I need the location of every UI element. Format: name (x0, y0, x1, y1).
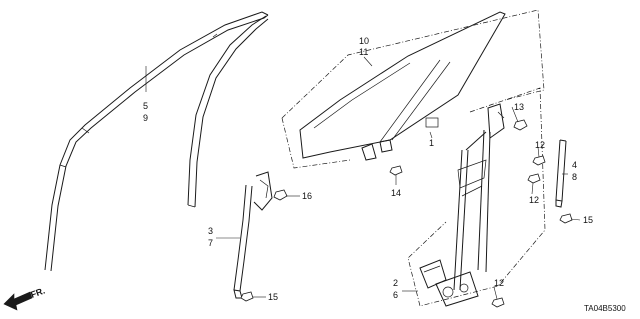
window-regulator (407, 87, 546, 307)
rear-run-channel (555, 139, 567, 208)
bolt-12-lower (491, 297, 505, 308)
bolt-15-left (240, 291, 254, 302)
front-direction-label: FR. (29, 286, 46, 300)
callout-14: 14 (391, 188, 401, 198)
callout-9: 9 (143, 113, 148, 123)
callout-numbers: 10 11 5 9 13 1 12 12 12 4 8 16 14 3 7 15… (143, 36, 593, 302)
callout-12-middle: 12 (529, 195, 539, 205)
callout-12-upper: 12 (535, 140, 545, 150)
callout-1: 1 (429, 138, 434, 148)
leader-lines (145, 56, 581, 300)
nut-16 (273, 189, 288, 201)
callout-12-lower: 12 (494, 278, 504, 288)
callout-11: 11 (359, 47, 368, 57)
callout-13: 13 (514, 102, 524, 112)
bolt-12-middle (527, 173, 541, 184)
door-sash-channel (187, 15, 269, 208)
bolt-12-upper (532, 155, 546, 166)
bolt-14 (389, 165, 403, 176)
callout-16: 16 (302, 191, 312, 201)
outer-sash-molding (44, 11, 269, 272)
callout-8: 8 (572, 172, 577, 182)
callout-15-right: 15 (583, 215, 593, 225)
callout-6: 6 (393, 290, 398, 300)
callout-15-left: 15 (268, 292, 278, 302)
bolt-13 (513, 119, 528, 131)
callout-5: 5 (143, 101, 148, 111)
bolt-15-right (559, 213, 573, 224)
callout-7: 7 (208, 238, 213, 248)
front-run-channel (233, 171, 273, 299)
diagram-code: TA04B5300 (584, 304, 626, 313)
callout-3: 3 (208, 226, 213, 236)
callout-4: 4 (572, 160, 577, 170)
front-direction-arrow: FR. (3, 286, 46, 311)
callout-10: 10 (359, 36, 369, 46)
callout-2: 2 (393, 278, 398, 288)
door-glass (281, 9, 545, 169)
